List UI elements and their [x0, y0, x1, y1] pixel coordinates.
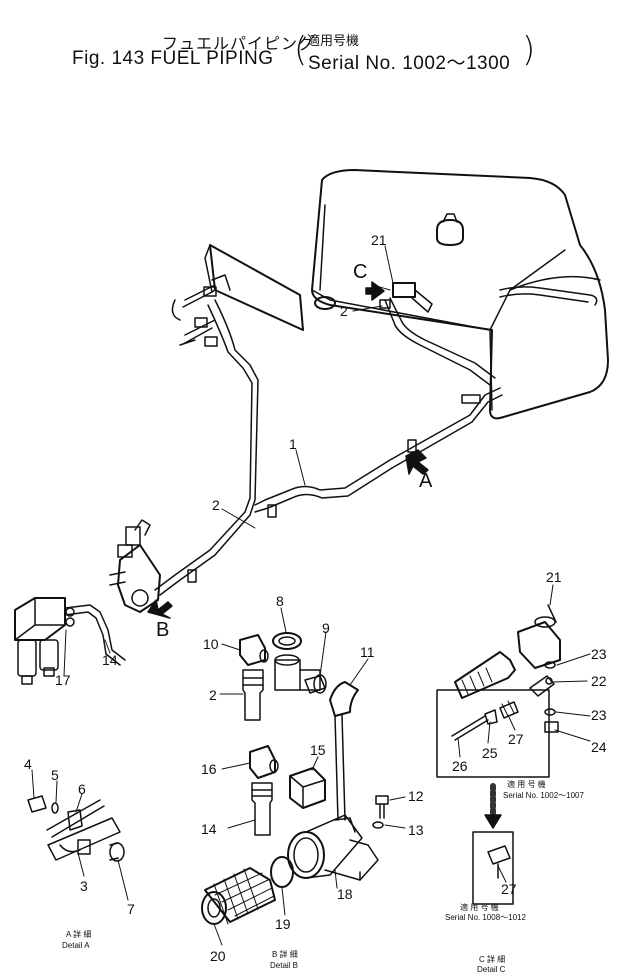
title-applicable-japanese: 適用号機 — [307, 33, 360, 48]
view-arrow-b — [147, 599, 173, 619]
fuel-pipe-1 — [254, 387, 503, 513]
callout-1: 1 — [289, 436, 297, 452]
detail-b-jp: B 詳 細 — [272, 950, 298, 959]
paren-close: ) — [522, 30, 536, 70]
callout-15: 15 — [310, 742, 326, 758]
callout-4: 4 — [24, 756, 32, 772]
elbow-10 — [239, 634, 269, 666]
callout-14: 14 — [102, 652, 118, 668]
fuel-tank — [311, 169, 609, 420]
view-arrow-c — [365, 281, 385, 301]
callout-16: 16 — [201, 761, 217, 777]
o-ring-19 — [270, 856, 294, 888]
leader-lines — [31, 245, 591, 946]
tank-fittings — [379, 282, 496, 386]
fuel-filters — [14, 597, 126, 685]
serial-range: Serial No. 1002～1300 — [308, 53, 511, 74]
serial-1-jp: 適 用 号 機 — [507, 780, 546, 789]
view-label-a: A — [419, 470, 433, 492]
figure-title: Fig. 143 FUEL PIPING — [72, 48, 274, 69]
callout-2: 2 — [209, 687, 217, 703]
detail-c-jp: C 詳 細 — [479, 955, 506, 964]
callout-23: 23 — [591, 707, 607, 723]
bracket-fittings — [171, 284, 218, 347]
callout-22: 22 — [591, 673, 607, 689]
callout-23: 23 — [591, 646, 607, 662]
hose-2 — [242, 669, 264, 721]
elbow-16 — [249, 745, 279, 779]
block-15 — [289, 767, 326, 809]
mounting-bracket — [204, 244, 304, 331]
callout-7: 7 — [127, 901, 135, 917]
serial-2: Serial No. 1008～1012 — [445, 913, 526, 922]
filter-head-assembly — [109, 519, 161, 613]
tee-fitting-9 — [274, 654, 321, 691]
serial-1: Serial No. 1002～1007 — [503, 791, 584, 800]
callout-12: 12 — [408, 788, 424, 804]
strainer-element-20 — [201, 867, 276, 925]
callout-11: 11 — [360, 644, 375, 660]
callout-2: 2 — [212, 497, 220, 513]
callout-21: 21 — [546, 569, 562, 585]
bolt-12 — [375, 795, 389, 819]
detail-b-caption: Detail B — [270, 961, 299, 970]
hose-14 — [251, 782, 273, 836]
callout-5: 5 — [51, 767, 59, 783]
callout-24: 24 — [591, 739, 607, 755]
callout-8: 8 — [276, 593, 284, 609]
detail-c-parts — [436, 604, 561, 905]
callout-25: 25 — [482, 745, 498, 761]
callout-20: 20 — [210, 948, 226, 964]
callout-26: 26 — [452, 758, 468, 774]
callout-17: 17 — [55, 672, 71, 688]
callout-27: 27 — [501, 881, 517, 897]
callout-19: 19 — [275, 916, 291, 932]
detail-c-caption: Detail C — [477, 965, 506, 974]
strainer-housing-18 — [287, 814, 379, 881]
detail-a-caption: Detail A — [62, 941, 90, 950]
washer-13 — [372, 821, 384, 829]
callout-14: 14 — [201, 821, 217, 837]
paren-open: ( — [294, 30, 308, 70]
gasket-8 — [272, 632, 302, 650]
callout-2: 2 — [340, 303, 348, 319]
callout-10: 10 — [203, 636, 219, 652]
callout-3: 3 — [80, 878, 88, 894]
view-label-b: B — [156, 619, 170, 641]
fuel-pipe-2 — [154, 299, 277, 596]
detail-a-parts — [27, 795, 125, 862]
callout-27: 27 — [508, 731, 524, 747]
hose-11 — [329, 681, 359, 821]
callout-21: 21 — [371, 232, 387, 248]
title-japanese: フュエルパイピング — [162, 36, 316, 53]
view-arrow-a — [405, 449, 429, 475]
callout-18: 18 — [337, 886, 353, 902]
serial-2-jp: 適 用 号 機 — [460, 903, 499, 912]
view-label-c: C — [353, 261, 368, 283]
callout-9: 9 — [322, 620, 330, 636]
callout-6: 6 — [78, 781, 86, 797]
detail-a-jp: A 詳 細 — [66, 930, 92, 939]
callout-13: 13 — [408, 822, 424, 838]
